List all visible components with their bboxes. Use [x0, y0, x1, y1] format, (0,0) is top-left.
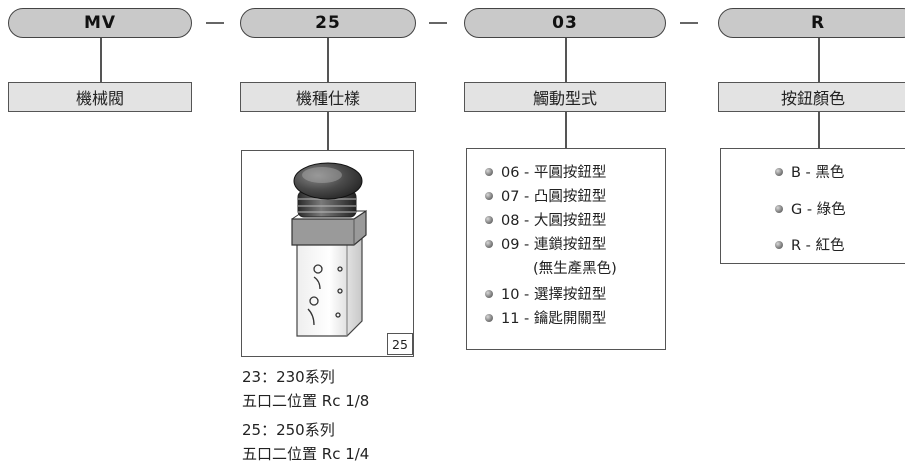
option-text: R - 紅色 [791, 238, 845, 254]
bullet-icon [485, 289, 493, 298]
code-pill-actuation: 03 [464, 8, 666, 38]
label-model-spec: 機種仕樣 [240, 82, 416, 112]
option-text: 07 - 凸圓按鈕型 [501, 189, 607, 205]
model-note: 23：230系列 [242, 368, 335, 386]
code-pill-model: 25 [240, 8, 416, 38]
bullet-icon [485, 239, 493, 248]
badge-text: 25 [392, 336, 408, 352]
list-item: 07 - 凸圓按鈕型 [485, 185, 606, 206]
connector-line [100, 38, 102, 82]
option-text: 06 - 平圓按鈕型 [501, 165, 607, 181]
list-item: B - 黑色 [775, 161, 844, 182]
image-badge: 25 [387, 333, 413, 355]
option-text: 08 - 大圓按鈕型 [501, 213, 607, 229]
model-note: 五口二位置 Rc 1/8 [242, 392, 370, 410]
model-note: 25：250系列 [242, 421, 335, 439]
code-color: R [810, 13, 826, 33]
label-actuation-type: 觸動型式 [464, 82, 666, 112]
label-text: 觸動型式 [532, 89, 597, 108]
label-button-color: 按鈕顏色 [718, 82, 905, 112]
list-item: G - 綠色 [775, 198, 846, 219]
color-options-box: B - 黑色 G - 綠色 R - 紅色 [720, 148, 905, 264]
code-model: 25 [315, 13, 341, 33]
label-text: 按鈕顏色 [780, 89, 845, 108]
product-image-box: 25 [241, 150, 414, 357]
connector-line [818, 38, 820, 82]
list-item: 06 - 平圓按鈕型 [485, 161, 606, 182]
list-item: 11 - 鑰匙開關型 [485, 307, 606, 328]
list-item: R - 紅色 [775, 234, 845, 255]
code-pill-color: R [718, 8, 905, 38]
separator-dash [429, 22, 447, 24]
connector-line [565, 112, 567, 148]
separator-dash [680, 22, 698, 24]
bullet-icon [485, 167, 493, 176]
option-text: (無生產黑色) [533, 261, 617, 277]
option-text: 09 - 連鎖按鈕型 [501, 237, 607, 253]
valve-illustration [291, 162, 367, 337]
connector-line [565, 38, 567, 82]
label-text: 機械閥 [75, 89, 124, 108]
code-mv: MV [83, 13, 117, 33]
actuation-options-box: 06 - 平圓按鈕型 07 - 凸圓按鈕型 08 - 大圓按鈕型 09 - 連鎖… [466, 148, 666, 350]
connector-line [327, 112, 329, 150]
bullet-icon [485, 215, 493, 224]
label-text: 機種仕樣 [295, 89, 360, 108]
list-item: 08 - 大圓按鈕型 [485, 209, 606, 230]
list-item: 09 - 連鎖按鈕型 [485, 233, 606, 254]
connector-line [327, 38, 329, 82]
list-item-note: (無生產黑色) [533, 257, 617, 278]
list-item: 10 - 選擇按鈕型 [485, 283, 606, 304]
bullet-icon [775, 240, 783, 249]
connector-line [818, 112, 820, 148]
code-pill-mv: MV [8, 8, 192, 38]
model-note: 五口二位置 Rc 1/4 [242, 445, 370, 463]
bullet-icon [775, 167, 783, 176]
bullet-icon [485, 191, 493, 200]
bullet-icon [775, 204, 783, 213]
option-text: 11 - 鑰匙開關型 [501, 311, 607, 327]
separator-dash [206, 22, 224, 24]
option-text: G - 綠色 [791, 202, 846, 218]
code-actuation: 03 [552, 13, 578, 33]
option-text: B - 黑色 [791, 165, 845, 181]
label-mechanical-valve: 機械閥 [8, 82, 192, 112]
bullet-icon [485, 313, 493, 322]
option-text: 10 - 選擇按鈕型 [501, 287, 607, 303]
